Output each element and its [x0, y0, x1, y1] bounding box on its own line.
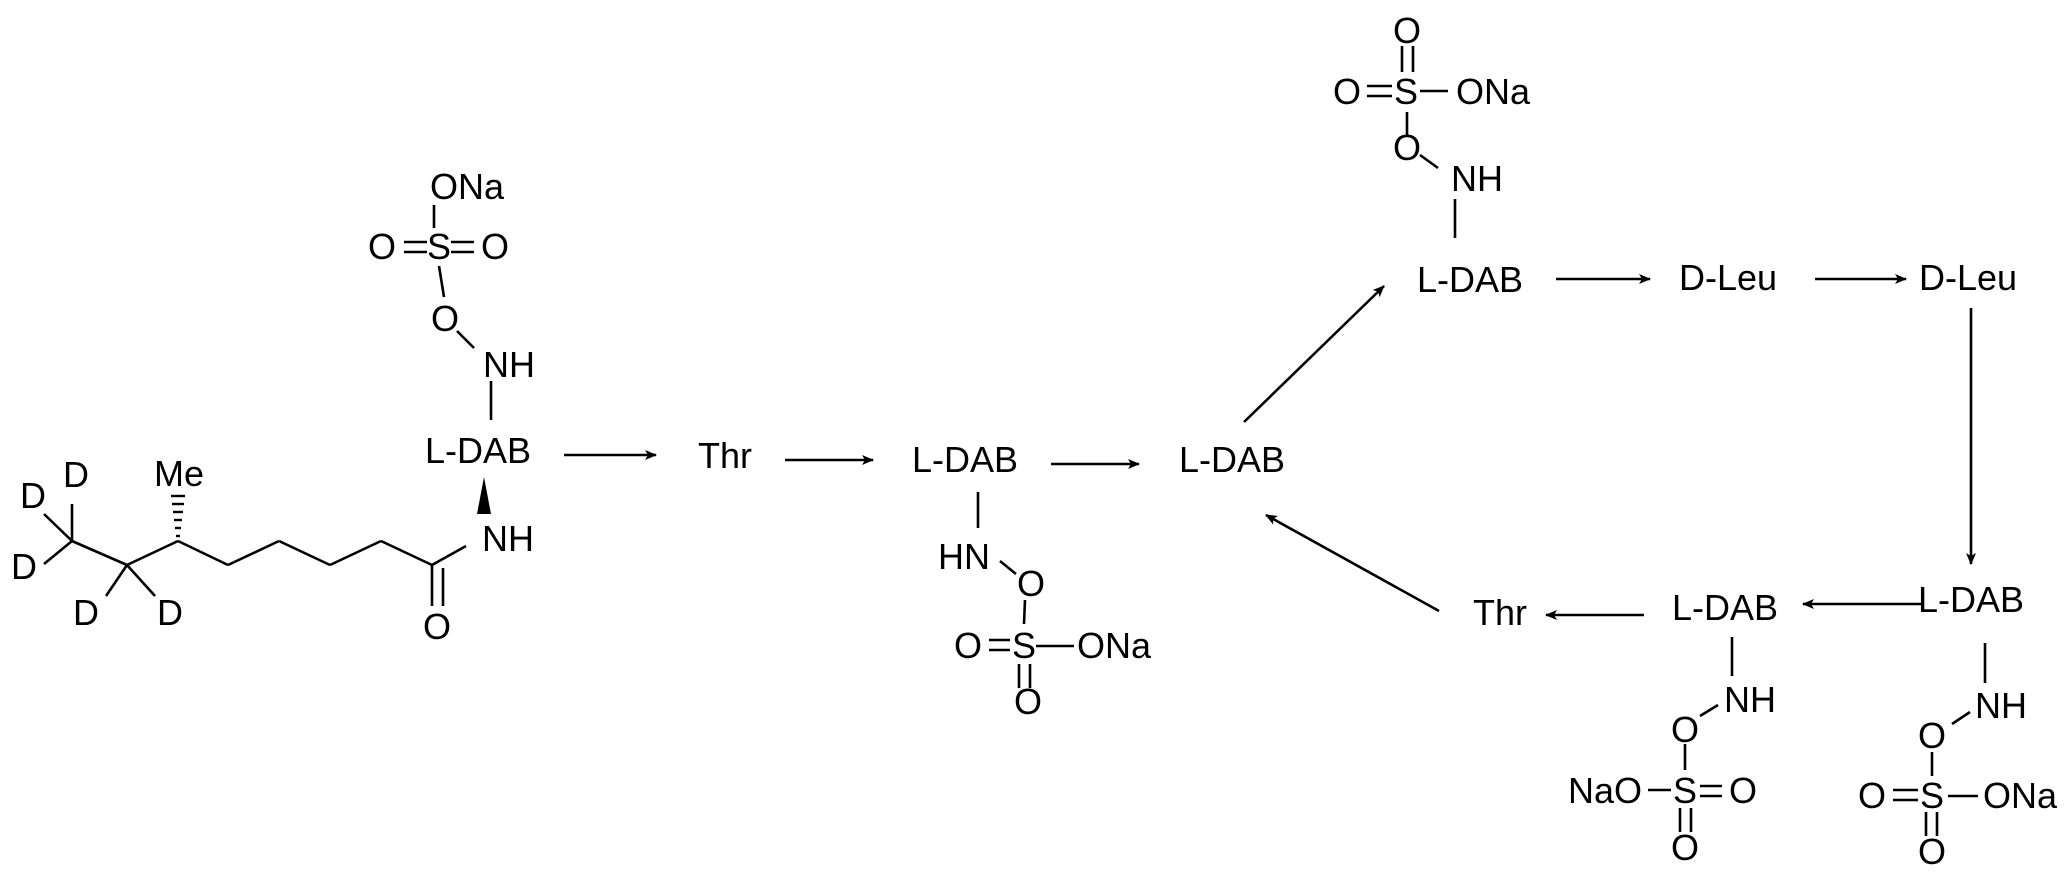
oxo-left-label: O — [1333, 71, 1361, 112]
residue-ldab-5: L-DAB — [1918, 579, 2024, 620]
residue-ldab-3: L-DAB — [1179, 439, 1285, 480]
sulfomethyl-group-1: ONa O S O O NH — [368, 166, 535, 420]
arrow-ldab3-to-ldab4 — [1243, 285, 1385, 423]
oxo-right-label: O — [481, 226, 509, 267]
nh-label: NH — [1451, 158, 1503, 199]
bond-nh-o — [1951, 710, 1971, 726]
bond-carbonyl-nh — [431, 544, 467, 567]
sulfomethyl-group-3: O O S ONa O NH — [1333, 10, 1531, 238]
bond-hn-o — [999, 559, 1017, 576]
nao-label: NaO — [1568, 770, 1642, 811]
bond-c5-c6 — [278, 539, 331, 567]
bond-o-nh — [1419, 153, 1439, 170]
bond-c2-d-lower-right — [126, 564, 156, 597]
bridge-oxygen-label: O — [1918, 715, 1946, 756]
bond-o-s — [1022, 599, 1027, 625]
bond-s-o-bridge — [437, 265, 446, 298]
bond-o-nh — [456, 330, 475, 349]
bridge-oxygen-label: O — [1017, 563, 1045, 604]
ona-label: ONa — [1456, 71, 1531, 112]
sulfomethyl-group-4: NH O NaO S O O — [1568, 637, 1776, 868]
bond-c1-c2 — [71, 539, 128, 567]
deuterium-label-upper-left: D — [20, 475, 46, 516]
sulfur-label: S — [1394, 71, 1418, 112]
bond-c2-d-lower-left — [104, 564, 129, 597]
bridge-oxygen-label: O — [431, 298, 459, 339]
residue-dleu-2: D-Leu — [1919, 257, 2017, 298]
bridge-oxygen-label: O — [1671, 709, 1699, 750]
carbonyl-oxygen-label: O — [423, 606, 451, 647]
bond-c4-c5 — [227, 539, 280, 567]
sulfur-label: S — [1920, 775, 1944, 816]
methyl-hashed-wedge — [171, 494, 185, 538]
bridge-oxygen-label: O — [1393, 127, 1421, 168]
methyl-label: Me — [154, 453, 204, 494]
residue-ldab-2: L-DAB — [912, 439, 1018, 480]
bond-c1-d-upleft — [43, 513, 73, 542]
bond-c2-c3 — [126, 539, 179, 567]
bond-c7-carbonyl — [380, 539, 433, 567]
bond-c6-c7 — [329, 539, 382, 567]
ona-label: ONa — [1077, 625, 1152, 666]
fatty-acid-chain: Me D D D D D O NH — [11, 453, 534, 647]
nh-label: NH — [1724, 679, 1776, 720]
nh-label: NH — [1975, 685, 2027, 726]
sulfur-label: S — [1673, 770, 1697, 811]
residue-labels: L-DAB Thr L-DAB L-DAB L-DAB D-Leu D-Leu … — [425, 257, 2024, 633]
deuterium-label-top: D — [63, 454, 89, 495]
solid-wedge-bond — [477, 477, 491, 514]
bond-c3-c4 — [177, 539, 229, 567]
ona-label: ONa — [430, 166, 505, 207]
oxo-down-label: O — [1918, 831, 1946, 872]
oxo-down-label: O — [1671, 827, 1699, 868]
residue-ldab-1: L-DAB — [425, 430, 531, 471]
sulfur-label: S — [1012, 625, 1036, 666]
nh-label: NH — [483, 344, 535, 385]
bond-c1-d-left — [43, 539, 73, 566]
oxo-down-label: O — [1014, 681, 1042, 722]
residue-thr-2: Thr — [1473, 592, 1527, 633]
peptide-bond-arrows — [564, 274, 1976, 620]
hn-label: HN — [938, 536, 990, 577]
deuterium-label-left: D — [11, 546, 37, 587]
sulfomethyl-group-5: NH O O S ONa O — [1858, 643, 2058, 872]
amide-nh-label: NH — [482, 518, 534, 559]
residue-thr-1: Thr — [698, 435, 752, 476]
arrow-thr2-to-ldab3 — [1265, 513, 1440, 613]
oxo-left-label: O — [954, 625, 982, 666]
sulfur-label: S — [427, 226, 451, 267]
oxo-left-label: O — [368, 226, 396, 267]
bond-nh-o — [1699, 703, 1719, 718]
oxo-right-label: O — [1729, 770, 1757, 811]
deuterium-label-lower-right: D — [157, 592, 183, 633]
oxo-left-label: O — [1858, 775, 1886, 816]
residue-dleu-1: D-Leu — [1679, 257, 1777, 298]
residue-ldab-4: L-DAB — [1417, 259, 1523, 300]
deuterium-label-lower-left: D — [73, 592, 99, 633]
ona-label: ONa — [1983, 775, 2058, 816]
residue-ldab-6: L-DAB — [1672, 587, 1778, 628]
oxo-up-label: O — [1393, 10, 1421, 51]
sulfomethyl-group-2: HN O O S ONa O — [938, 492, 1152, 722]
